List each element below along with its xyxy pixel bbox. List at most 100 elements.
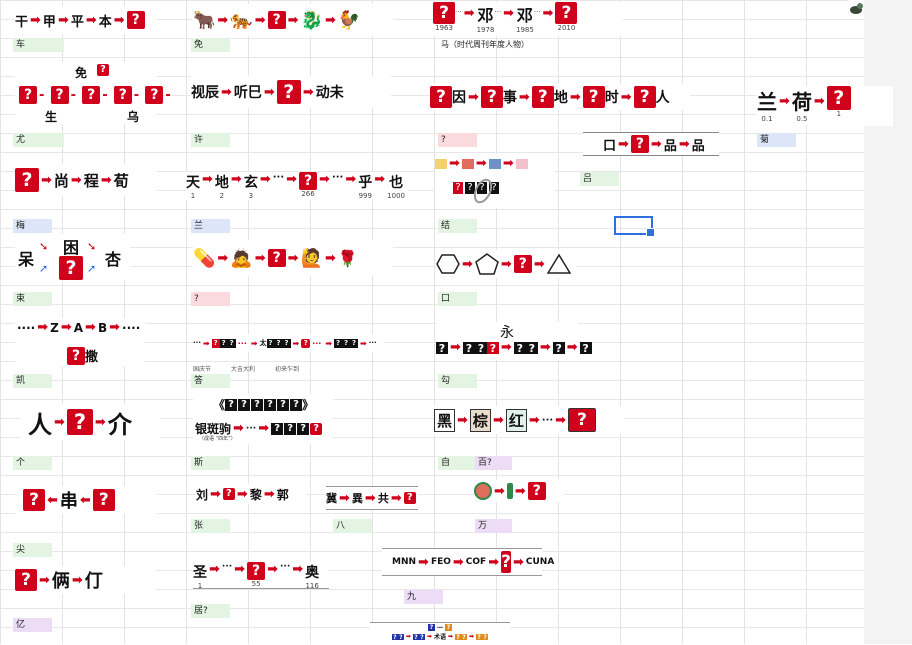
puzzle-char: 干: [15, 14, 29, 30]
answer-cell[interactable]: 斯: [191, 456, 230, 470]
answer-cell[interactable]: 兰: [191, 219, 230, 233]
answer-cell[interactable]: 百?: [475, 456, 512, 470]
answer-cell[interactable]: 尖: [13, 543, 52, 557]
year-label: 1978: [476, 26, 495, 34]
arrow-icon: ➡: [287, 250, 299, 266]
puzzle-8[interactable]: 口➡ ?➡ 品➡ 品: [583, 132, 719, 156]
puzzle-char: 邓: [477, 6, 494, 25]
answer-cell[interactable]: 凯: [13, 374, 52, 388]
answer-cell[interactable]: 口: [438, 292, 477, 306]
question-mark-icon: ?: [465, 182, 475, 194]
puzzle-char: 品: [663, 138, 677, 154]
question-mark-icon: ?: [513, 255, 532, 273]
puzzle-22[interactable]: 刘➡ ?➡ 黎➡ 郭: [196, 484, 306, 504]
answer-cell[interactable]: 尤: [13, 133, 64, 147]
answer-cell[interactable]: 吕: [580, 172, 619, 186]
user-avatar-icon[interactable]: [848, 0, 864, 14]
pentagon-icon: [475, 253, 499, 275]
answer-cell[interactable]: 许: [191, 133, 230, 147]
question-mark-icon: ?: [66, 409, 93, 435]
question-mark-icon: ?: [19, 86, 37, 104]
puzzle-13[interactable]: 💊 ➡ 🙇 ➡ ? ➡ 🙋 ➡ 🌹: [193, 240, 393, 276]
question-mark-icon: ?: [15, 569, 37, 591]
puzzle-16[interactable]: ···➡ ??? ···➡ 太 ??? ➡ ? ···➡ ??? ➡···: [193, 334, 385, 352]
puzzle-6[interactable]: ?因➡ ?事➡ ?地➡ ?时➡ ?人: [430, 84, 690, 110]
puzzle-14[interactable]: ➡ ➡ ? ➡: [436, 250, 576, 278]
arrow-icon: ➡: [217, 12, 229, 28]
puzzle-11[interactable]: ➡ ➡ ➡ ? ? ? ?: [435, 154, 555, 208]
answer-cell[interactable]: 结: [438, 219, 477, 233]
puzzle-char: 兰: [757, 90, 777, 114]
dragon-icon: 🐉: [300, 9, 323, 31]
arrow-icon: ➡: [620, 89, 632, 105]
puzzle-27[interactable]: MNN➡ FEO➡ COF➡ ?➡ CUNA: [382, 548, 554, 576]
arrow-icon: ➡: [30, 12, 41, 28]
puzzle-1[interactable]: 干➡ 甲➡ 平➡ 本➡ ?: [15, 6, 157, 34]
puzzle-23[interactable]: 冀➡ 異➡ 共➡ ?: [326, 486, 418, 510]
puzzle-char: 黑: [434, 408, 456, 432]
answer-cell[interactable]: ?: [191, 292, 230, 306]
answer-cell[interactable]: 亿: [13, 618, 52, 632]
arrow-icon: ⬅: [47, 492, 58, 508]
answer-cell[interactable]: 自: [438, 456, 477, 470]
answer-cell[interactable]: 车: [13, 38, 64, 52]
answer-cell[interactable]: ?: [438, 133, 477, 147]
puzzle-9[interactable]: ?➡ 尚➡ 程➡ 荀: [15, 164, 157, 196]
question-mark-icon: ?: [582, 86, 605, 108]
arrow-icon: ➡: [462, 256, 473, 272]
answer-cell[interactable]: 个: [13, 456, 52, 470]
arrow-icon: ➡: [319, 172, 330, 187]
puzzle-19[interactable]: 《 ?????? 》 银斑驹➡···➡ ???? （成语 “四年”）: [193, 394, 333, 444]
puzzle-char: 免: [75, 66, 88, 80]
answer-cell[interactable]: 免: [191, 38, 230, 52]
puzzle-char: 人: [28, 410, 52, 439]
answer-cell[interactable]: 张: [191, 519, 230, 533]
ellipsis: ···: [533, 8, 541, 16]
question-mark-icon: ?: [267, 249, 286, 267]
question-mark-icon: ?: [211, 338, 220, 348]
answer-cell[interactable]: 勾: [438, 374, 477, 388]
arrow-icon: ➡: [254, 12, 266, 28]
question-mark-icon: ?: [453, 182, 463, 194]
puzzle-2[interactable]: 🐂 ➡ 🐅 ➡ ? ➡ 🐉 ➡ 🐓: [193, 4, 393, 36]
answer-cell[interactable]: 居?: [191, 604, 230, 618]
selected-cell[interactable]: [614, 216, 653, 235]
question-mark-icon: ?: [267, 11, 286, 29]
puzzle-25[interactable]: ?➡ 俩➡ 仃: [15, 566, 155, 594]
arrow-icon: ➡: [813, 94, 825, 109]
puzzle-15[interactable]: ····➡ Z➡ A➡ B➡ ···· ?撒: [15, 318, 145, 366]
answer-cell[interactable]: 万: [475, 519, 512, 533]
puzzle-char: 乌: [127, 110, 140, 124]
question-mark-icon: ?: [126, 11, 145, 29]
answer-cell[interactable]: 束: [13, 292, 52, 306]
pills-icon: 💊: [193, 247, 216, 269]
question-mark-icon: ?: [555, 2, 578, 24]
puzzle-18[interactable]: 人➡ ?➡ 介: [20, 404, 160, 440]
puzzle-4[interactable]: 免 ? ?- ?- ?- ?- ?- 生 乌: [15, 62, 171, 124]
question-mark-icon: ?: [225, 398, 238, 411]
puzzle-24[interactable]: ➡ ➡ ?: [474, 480, 564, 502]
answer-cell[interactable]: 马（时代周刊年度人物）: [441, 40, 529, 49]
puzzle-21[interactable]: ? ⬅ 串 ⬅ ?: [15, 486, 157, 514]
question-mark-icon: ?: [67, 346, 85, 365]
pink-square-icon: [515, 158, 528, 169]
answer-cell[interactable]: 九: [404, 590, 443, 604]
question-mark-icon: ?: [633, 86, 656, 108]
puzzle-char: 甲: [42, 14, 56, 30]
answer-cell[interactable]: 答: [191, 374, 230, 388]
puzzle-28[interactable]: ? 一 ? ??➡ ??➡ 术语➡ ??➡ ??: [370, 622, 510, 645]
fill-handle[interactable]: [646, 228, 655, 237]
answer-cell[interactable]: 梅: [13, 219, 52, 233]
puzzle-5[interactable]: 视辰➡ 听巳➡ ?➡ 动未: [191, 76, 391, 108]
puzzle-20[interactable]: 黑➡ 棕➡ 红➡ ···➡ ?: [434, 406, 624, 434]
answer-cell[interactable]: 菊: [757, 133, 796, 147]
puzzle-17[interactable]: 永 ?➡ ???➡ ??➡ ?➡ ?: [436, 322, 592, 360]
answer-cell[interactable]: 八: [333, 519, 372, 533]
number-label: 0.1: [761, 115, 773, 123]
puzzle-char: 介: [107, 410, 132, 439]
puzzle-12[interactable]: 呆 困 ? 杏 ➘ ➚ ➘ ➚: [15, 234, 130, 280]
